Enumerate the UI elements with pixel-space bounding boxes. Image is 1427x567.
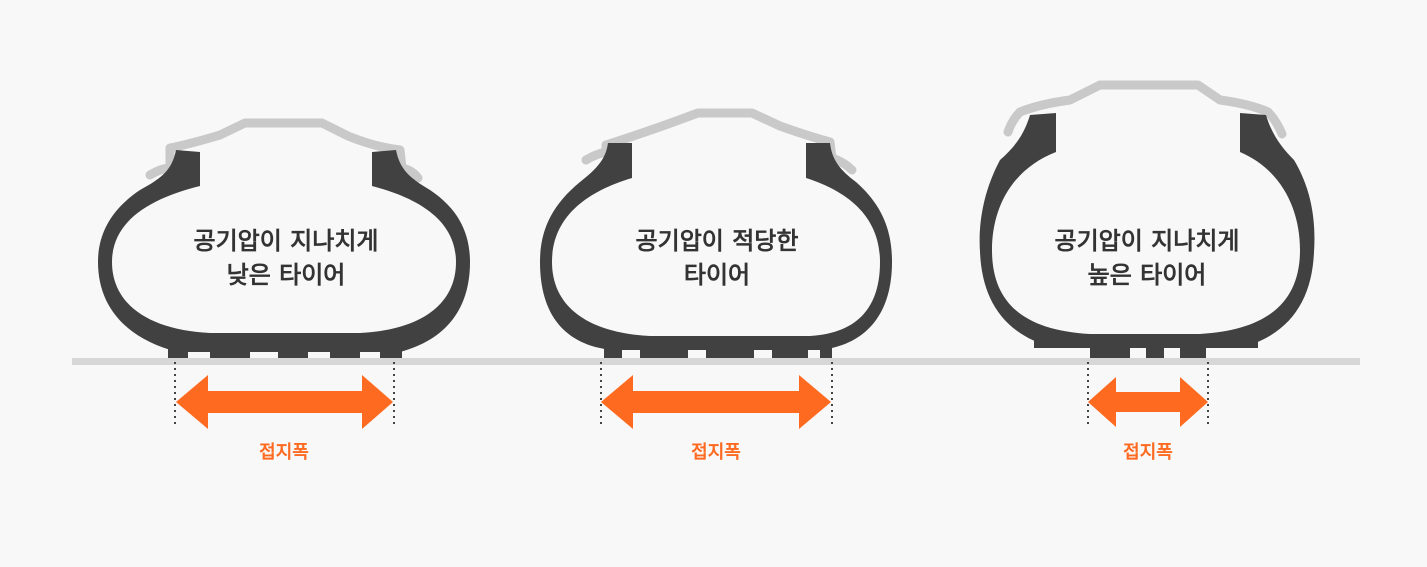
tread bbox=[604, 344, 832, 358]
rim bbox=[581, 108, 857, 175]
tire-proper bbox=[540, 108, 892, 429]
ground-line bbox=[72, 358, 1360, 365]
tread bbox=[168, 340, 402, 358]
tire-ring bbox=[979, 113, 1315, 348]
contact-width-arrow bbox=[601, 375, 831, 429]
tire-label-line1: 공기압이 적당한 bbox=[635, 227, 799, 255]
tire-overinflated bbox=[979, 80, 1315, 428]
tire-label-line1: 공기압이 지나치게 bbox=[1054, 227, 1240, 255]
contact-width-label: 접지폭 bbox=[1123, 442, 1173, 463]
tire-label-line2: 낮은 타이어 bbox=[226, 261, 346, 289]
tread bbox=[1034, 336, 1258, 358]
tire-label-line1: 공기압이 지나치게 bbox=[193, 227, 379, 255]
rim bbox=[1003, 80, 1287, 139]
contact-width-arrow bbox=[1088, 377, 1208, 427]
tire-label-proper: 공기압이 적당한 타이어 bbox=[587, 224, 847, 292]
tire-ring bbox=[98, 150, 470, 352]
tire-underinflated bbox=[98, 118, 470, 429]
contact-width-label: 접지폭 bbox=[259, 442, 309, 463]
contact-width-arrow bbox=[176, 375, 393, 429]
tire-ring bbox=[540, 143, 892, 350]
tire-label-line2: 타이어 bbox=[683, 261, 751, 289]
contact-width-label: 접지폭 bbox=[691, 442, 741, 463]
tire-label-line2: 높은 타이어 bbox=[1087, 261, 1207, 289]
rim bbox=[145, 118, 423, 183]
tire-label-underinflated: 공기압이 지나치게 낮은 타이어 bbox=[156, 224, 416, 292]
tire-label-overinflated: 공기압이 지나치게 높은 타이어 bbox=[1017, 224, 1277, 292]
